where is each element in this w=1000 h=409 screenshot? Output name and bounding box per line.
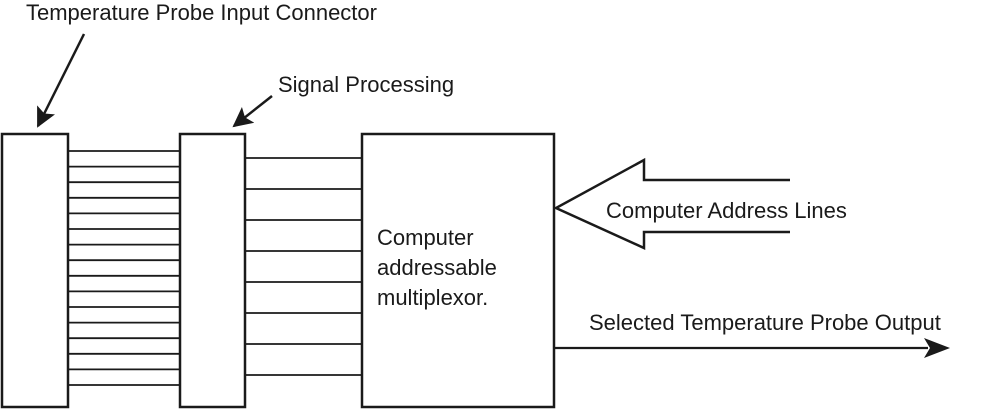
multiplexor-label-line-1: Computer (377, 225, 474, 250)
address-lines-label: Computer Address Lines (606, 198, 847, 223)
signal-processing-pointer-arrow (232, 95, 273, 128)
input-connector-block (0, 132, 70, 409)
address-lines-arrow (553, 157, 790, 250)
signal-processing-label: Signal Processing (278, 72, 455, 97)
signal-processing-block (178, 132, 247, 409)
connector-pointer-arrow (36, 33, 86, 128)
multiplexor-block (360, 132, 556, 409)
output-label: Selected Temperature Probe Output (589, 310, 941, 335)
processing-to-multiplexor-wires (245, 157, 362, 376)
output-arrowhead (924, 338, 950, 358)
multiplexor-label-line-3: multiplexor. (377, 285, 489, 310)
multiplexor-label: Computer addressable multiplexor. (377, 223, 497, 313)
connector-to-processing-wires (68, 150, 180, 386)
connector-label: Temperature Probe Input Connector (26, 0, 377, 25)
multiplexor-label-line-2: addressable (377, 255, 497, 280)
